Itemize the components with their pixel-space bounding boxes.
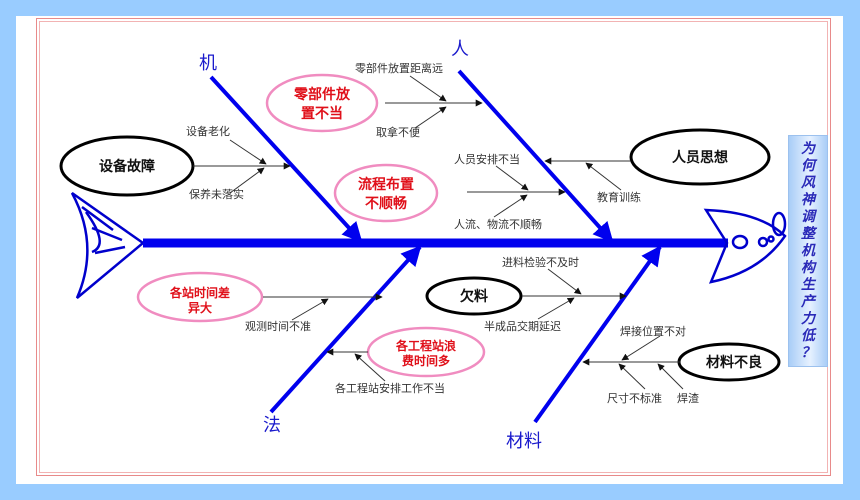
sub-cause: 尺寸不标准 [607, 391, 662, 405]
cause-equipment-failure: 设备故障 设备老化 保养未落实 [59, 124, 291, 201]
sub-cause: 取拿不便 [376, 125, 420, 139]
sub-cause: 教育训练 [597, 190, 641, 204]
title-char: 机 [801, 242, 815, 259]
bone-material [533, 245, 662, 424]
title-char: 整 [801, 225, 815, 242]
diagram-panel [16, 16, 843, 484]
cause-label-line2: 不顺畅 [365, 195, 407, 212]
fish-tail [70, 191, 146, 299]
sub-cause: 零部件放置距离远 [355, 61, 443, 75]
title-char: 生 [801, 277, 815, 294]
sub-cause: 进料检验不及时 [502, 255, 579, 269]
cause-parts-placement: 零部件放 置不当 零部件放置距离远 取拿不便 [265, 61, 483, 139]
title-char: 何 [801, 157, 815, 174]
title-char: 力 [801, 311, 815, 328]
cause-material-shortage: 欠料 进料检验不及时 半成品交期延迟 [425, 255, 627, 333]
sub-cause: 半成品交期延迟 [484, 319, 561, 333]
problem-title-box: 为 何 风 神 调 整 机 构 生 产 力 低 ？ [788, 135, 828, 367]
cause-label: 材料不良 [706, 354, 762, 371]
sub-cause: 焊渣 [677, 391, 699, 405]
sub-cause: 人流、物流不顺畅 [454, 217, 542, 231]
cause-station-waste: 各工程站浪 费时间多 各工程站安排工作不当 [326, 326, 486, 395]
diagram-frame [36, 18, 831, 476]
title-char: 构 [801, 259, 815, 276]
cause-label-line2: 费时间多 [402, 353, 450, 368]
cause-label-line1: 流程布置 [358, 176, 414, 193]
cause-label: 设备故障 [99, 158, 155, 175]
sub-cause: 人员安排不当 [454, 152, 520, 166]
bone-machine [209, 75, 363, 243]
category-method: 法 [263, 415, 281, 436]
title-char: ？ [801, 345, 815, 362]
cause-label-line2: 异大 [188, 300, 212, 315]
cause-bad-material: 材料不良 焊接位置不对 尺寸不标准 焊渣 [582, 324, 781, 405]
title-char: 调 [801, 208, 815, 225]
cause-label: 人员思想 [672, 149, 728, 166]
cause-station-time-diff: 各站时间差 异大 观测时间不准 [136, 271, 383, 333]
sub-cause: 焊接位置不对 [620, 324, 686, 338]
sub-cause: 观测时间不准 [245, 320, 311, 333]
bone-method [269, 245, 422, 414]
cause-label-line1: 零部件放 [293, 86, 351, 103]
cause-process-layout: 流程布置 不顺畅 人员安排不当 人流、物流不顺畅 [333, 152, 566, 231]
cause-label-line2: 置不当 [301, 105, 343, 122]
sub-cause: 各工程站安排工作不当 [335, 381, 445, 395]
category-machine: 机 [199, 53, 217, 74]
title-char: 为 [801, 140, 815, 157]
bone-man [457, 69, 614, 243]
category-man: 人 [451, 39, 469, 60]
cause-label-line1: 各工程站浪 [395, 338, 456, 353]
cause-staff-mindset: 人员思想 教育训练 [544, 128, 771, 204]
fish-head [703, 208, 787, 284]
title-char: 低 [801, 328, 815, 345]
cause-label: 欠料 [460, 288, 488, 305]
title-char: 产 [801, 294, 815, 311]
cause-label-line1: 各站时间差 [169, 285, 230, 300]
title-char: 神 [801, 191, 815, 208]
category-material: 材料 [506, 431, 542, 452]
sub-cause: 保养未落实 [189, 187, 244, 201]
title-char: 风 [801, 174, 815, 191]
sub-cause: 设备老化 [186, 124, 230, 138]
